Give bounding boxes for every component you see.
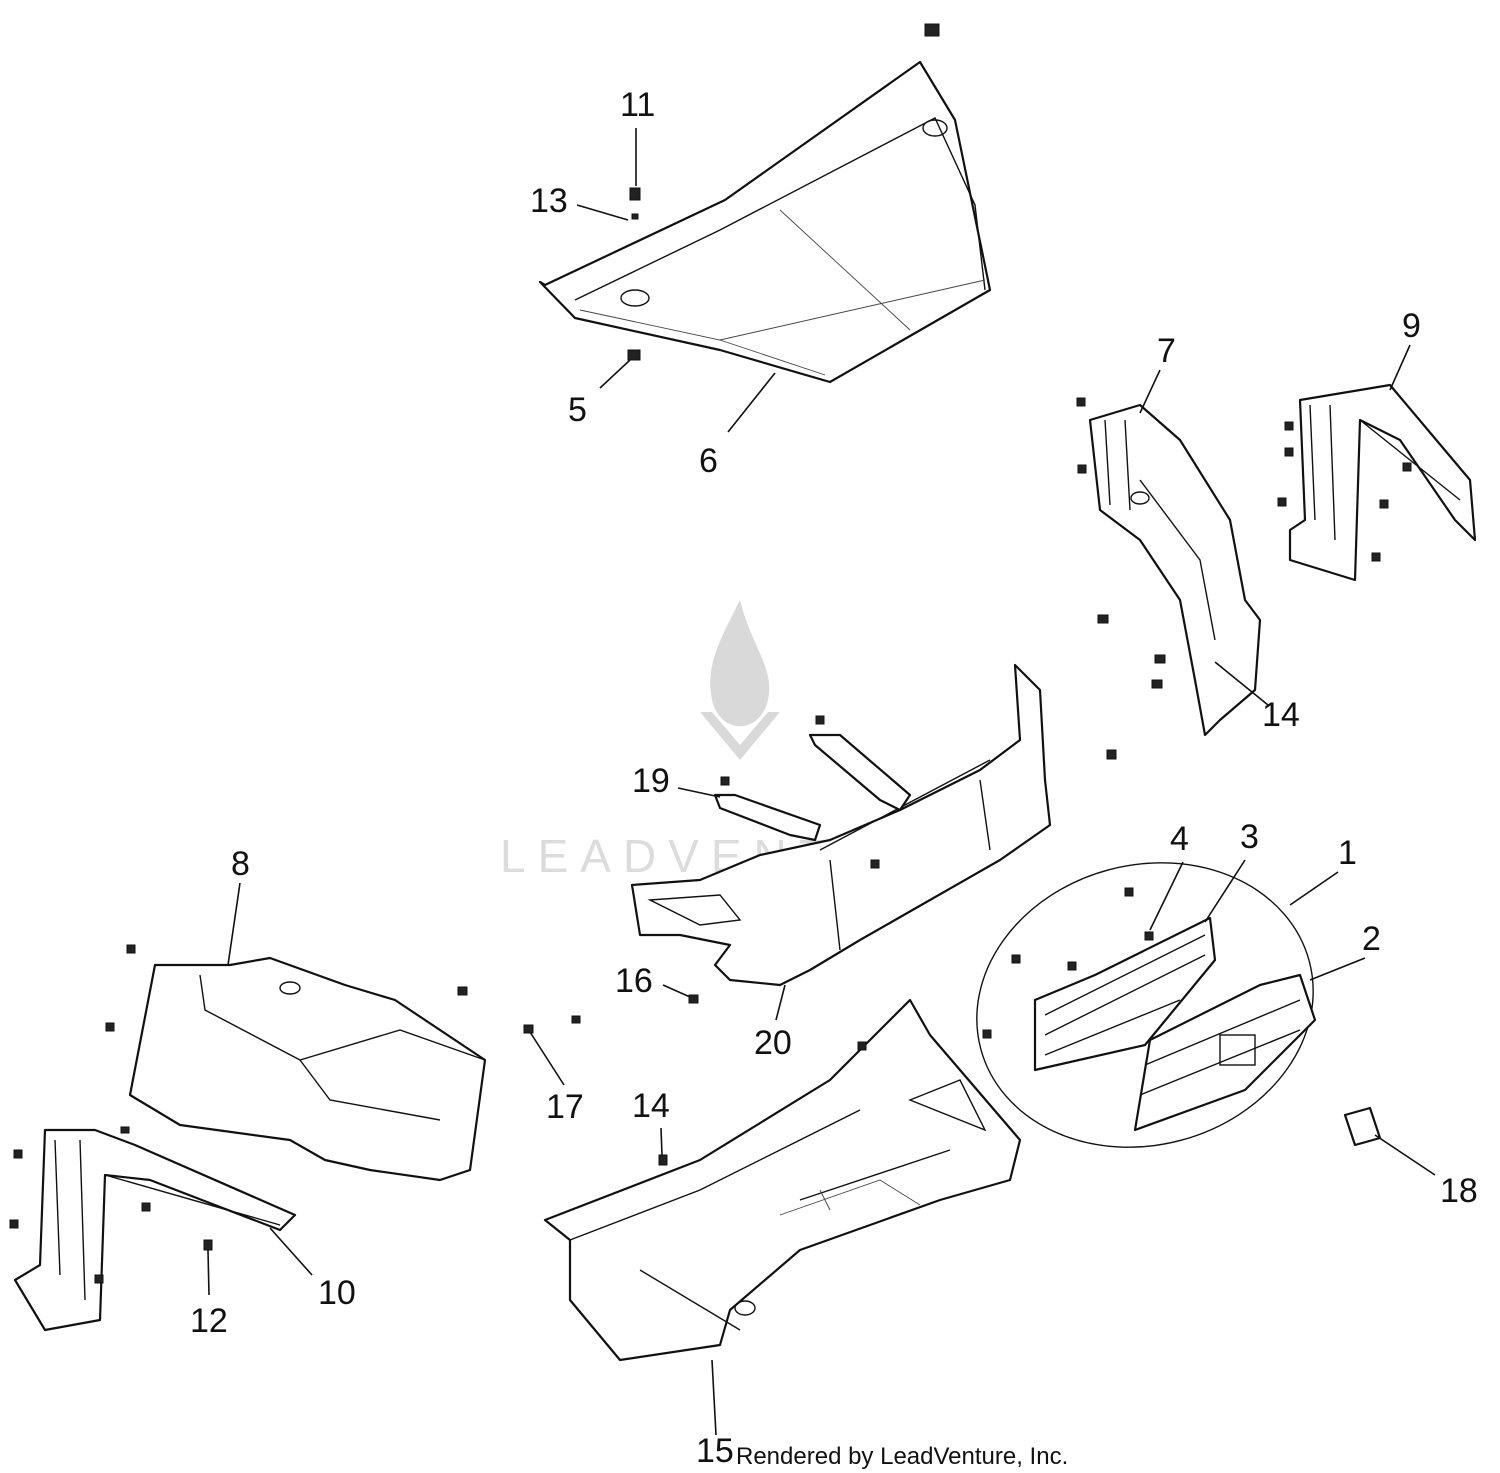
callout-8: 8	[231, 845, 250, 883]
callout-16: 16	[615, 962, 653, 1000]
callout-4: 4	[1170, 820, 1189, 858]
callout-10: 10	[318, 1274, 356, 1312]
credit-text: Rendered by LeadVenture, Inc.	[736, 1443, 1068, 1470]
callout-18: 18	[1440, 1172, 1478, 1210]
front-frame-part	[630, 663, 1052, 987]
callout-2: 2	[1362, 920, 1381, 958]
left-rear-panel-part	[13, 1128, 297, 1332]
callout-labels: 1 2 3 4 5 6 7 8 9 10 11 12 13 14 14 15 1…	[190, 86, 1478, 1470]
front-dash-part	[543, 998, 1022, 1362]
callout-17: 17	[546, 1088, 584, 1126]
callout-14-right: 14	[1262, 696, 1300, 734]
callout-3: 3	[1240, 818, 1259, 856]
left-side-panel-part	[128, 956, 487, 1182]
callout-6: 6	[699, 442, 718, 480]
right-side-panel-part	[1088, 403, 1262, 737]
callout-9: 9	[1402, 307, 1421, 345]
leader-lines	[207, 128, 1436, 1436]
hood-part	[538, 23, 992, 384]
callout-1: 1	[1338, 834, 1357, 872]
callout-14-center: 14	[632, 1087, 670, 1125]
grille-assembly	[976, 862, 1317, 1148]
callout-7: 7	[1157, 332, 1176, 370]
callout-11: 11	[620, 86, 655, 124]
callout-12: 12	[190, 1302, 228, 1340]
fasteners	[9, 397, 1412, 1284]
callout-5: 5	[568, 391, 587, 429]
callout-13: 13	[530, 182, 568, 220]
right-rear-panel-part	[1288, 383, 1477, 582]
callout-19: 19	[632, 762, 670, 800]
callout-15: 15	[696, 1432, 734, 1470]
callout-20: 20	[754, 1024, 792, 1062]
badge-part	[1343, 1106, 1382, 1147]
